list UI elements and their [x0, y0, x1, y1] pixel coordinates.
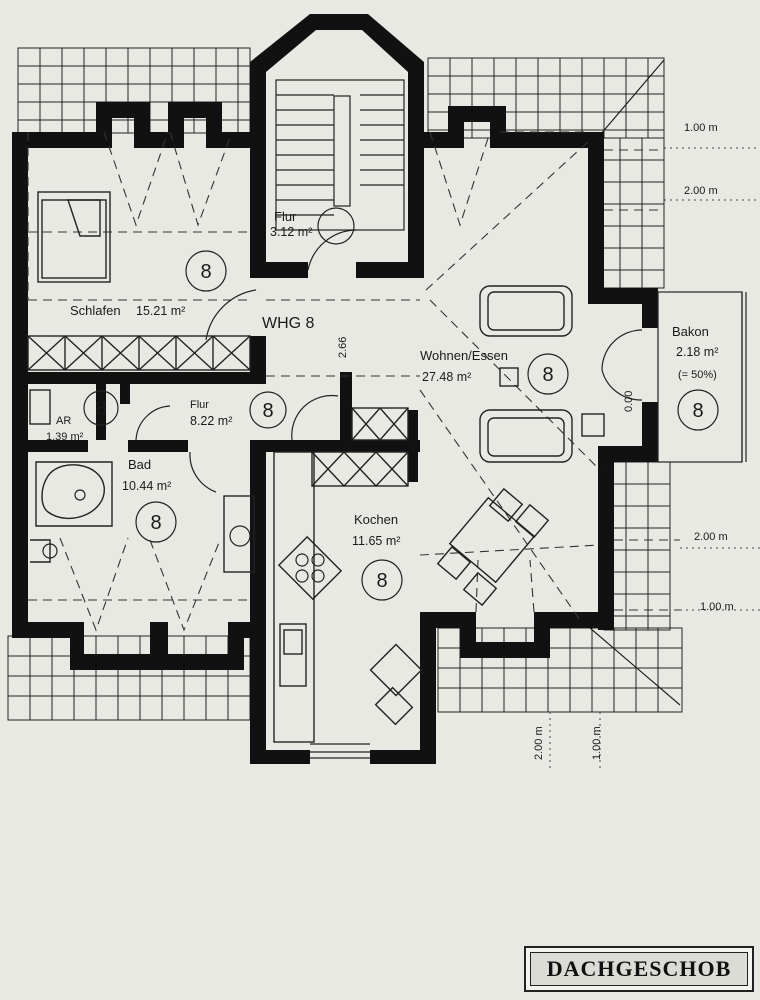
room-note-balkon: (= 50%)	[678, 369, 717, 381]
roof-area-right-upper	[597, 137, 665, 289]
room-name-flur-top: Flur	[274, 209, 297, 224]
room-name-kochen: Kochen	[354, 512, 398, 527]
wardrobe	[27, 335, 251, 371]
floor-title: DACHGESCHOB	[530, 952, 748, 986]
toilet	[30, 539, 51, 563]
dining-table	[436, 487, 550, 607]
room-labels: Schlafen 15.21 m² Flur 3.12 m² WHG 8 2.6…	[46, 209, 718, 548]
side-table-2	[581, 413, 605, 437]
room-area-wohnen: 27.48 m²	[422, 370, 471, 384]
kitchen-sink	[279, 623, 307, 687]
room-name-bad: Bad	[128, 457, 151, 472]
room-name-balkon: Bakon	[672, 324, 709, 339]
unit-marker: 8	[361, 559, 403, 601]
unit-markers: 8 8 8 8 8 8 8	[83, 250, 719, 601]
door-sill-dim: 0.00	[623, 391, 635, 412]
unit-marker: 8	[135, 501, 177, 543]
room-name-wohnen: Wohnen/Essen	[420, 348, 508, 363]
svg-text:8: 8	[692, 400, 703, 422]
room-name-schlafen: Schlafen	[70, 303, 121, 318]
room-area-flur: 8.22 m²	[190, 414, 232, 428]
side-table	[499, 367, 519, 387]
room-area-schlafen: 15.21 m²	[136, 304, 185, 318]
room-area-balkon: 2.18 m²	[676, 345, 718, 359]
walls	[12, 14, 658, 764]
room-area-bad: 10.44 m²	[122, 479, 171, 493]
roof-slope-lines	[27, 131, 680, 632]
svg-text:8: 8	[542, 364, 553, 386]
roof-area-bottom-left	[7, 635, 251, 721]
room-area-flur-top: 3.12 m²	[270, 225, 312, 239]
svg-text:8: 8	[95, 398, 106, 420]
kitchen-window	[310, 743, 370, 759]
unit-marker: 8	[83, 390, 119, 426]
sofa-bottom	[479, 409, 573, 463]
unit-marker: 8	[249, 391, 287, 429]
sofa-top	[479, 285, 573, 337]
boiler	[29, 389, 51, 425]
dimension-labels: 1.00 m 2.00 m 2.00 m 1.00 m 2.00 m 1.00 …	[533, 122, 734, 760]
floor-title-box: DACHGESCHOB	[524, 946, 754, 992]
dim-bottom-2: 1.00 m	[591, 726, 603, 760]
stove	[277, 535, 343, 601]
balcony	[657, 291, 747, 463]
room-area-ar: 1.39 m²	[46, 431, 84, 443]
svg-text:8: 8	[200, 261, 211, 283]
svg-text:8: 8	[376, 570, 387, 592]
bath-sink	[223, 495, 255, 573]
bathtub	[35, 461, 113, 527]
staircase	[275, 79, 405, 271]
apartment-label: WHG 8	[262, 315, 315, 332]
unit-marker: 8	[677, 389, 719, 431]
unit-marker: 8	[185, 250, 227, 292]
bed	[37, 191, 111, 283]
room-name-ar: AR	[56, 415, 71, 427]
room-name-flur: Flur	[190, 399, 209, 411]
svg-text:8: 8	[150, 512, 161, 534]
ceiling-height: 2.66	[337, 337, 349, 358]
dim-right-3: 2.00 m	[694, 531, 728, 543]
dim-bottom-1: 2.00 m	[533, 726, 545, 760]
svg-text:8: 8	[262, 400, 273, 422]
unit-marker: 8	[527, 353, 569, 395]
dim-right-1: 1.00 m	[684, 122, 718, 134]
kitchen-table	[369, 643, 423, 726]
dim-right-2: 2.00 m	[684, 185, 718, 197]
dim-right-4: 1.00 m	[700, 601, 734, 613]
room-area-kochen: 11.65 m²	[352, 534, 400, 548]
